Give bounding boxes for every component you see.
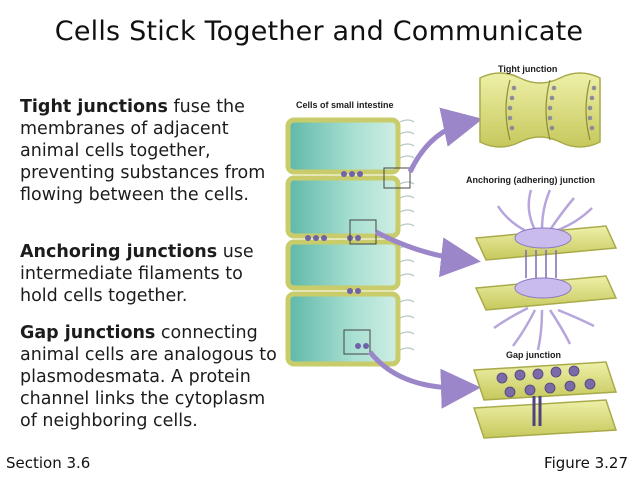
intestine-cell-3 — [285, 239, 401, 291]
microvilli — [399, 119, 415, 351]
figure-number: Figure 3.27 — [544, 454, 628, 472]
section-number: Section 3.6 — [6, 454, 91, 472]
tight-junction-label: Tight junction — [498, 64, 558, 74]
gap-junction-term: Gap junctions — [20, 323, 156, 343]
cell-junction-figure — [285, 72, 618, 439]
intestine-cell-2 — [285, 175, 401, 239]
anchoring-junction-term: Anchoring junctions — [20, 242, 218, 262]
small-intestine-label: Cells of small intestine — [296, 100, 394, 110]
gap-junction-text: connecting animal cells are analogous to… — [20, 323, 277, 431]
intestine-cell-1 — [285, 117, 401, 175]
tight-junction-arrow — [407, 107, 483, 174]
intestine-cell-4 — [285, 291, 401, 367]
slide-title: Cells Stick Together and Communicate — [54, 16, 584, 47]
gap-junction-box — [343, 329, 371, 355]
tight-junction-term: Tight junctions — [20, 97, 168, 117]
anchoring-junction-text: use intermediate filaments to hold cells… — [20, 242, 254, 306]
tight-junction-box — [383, 167, 411, 189]
anchoring-junction-paragraph: Anchoring junctions use intermediate fil… — [20, 241, 282, 307]
gap-junction-paragraph: Gap junctions connecting animal cells ar… — [20, 322, 282, 432]
tight-junction-illustration — [479, 72, 601, 148]
intestine-cells — [285, 117, 415, 367]
gap-junction-illustration — [472, 361, 618, 439]
connexon-channels — [496, 365, 596, 398]
tight-junction-paragraph: Tight junctions fuse the membranes of ad… — [20, 96, 282, 206]
anchoring-junction-illustration — [474, 189, 618, 351]
intermediate-filaments — [493, 189, 595, 351]
anchoring-junction-label: Anchoring (adhering) junction — [466, 175, 595, 185]
gap-junction-arrow — [368, 350, 481, 409]
junction-markers — [305, 171, 369, 349]
anchoring-junction-arrow — [374, 229, 481, 278]
gap-junction-label: Gap junction — [506, 350, 561, 360]
tight-junction-text: fuse the membranes of adjacent animal ce… — [20, 97, 266, 205]
